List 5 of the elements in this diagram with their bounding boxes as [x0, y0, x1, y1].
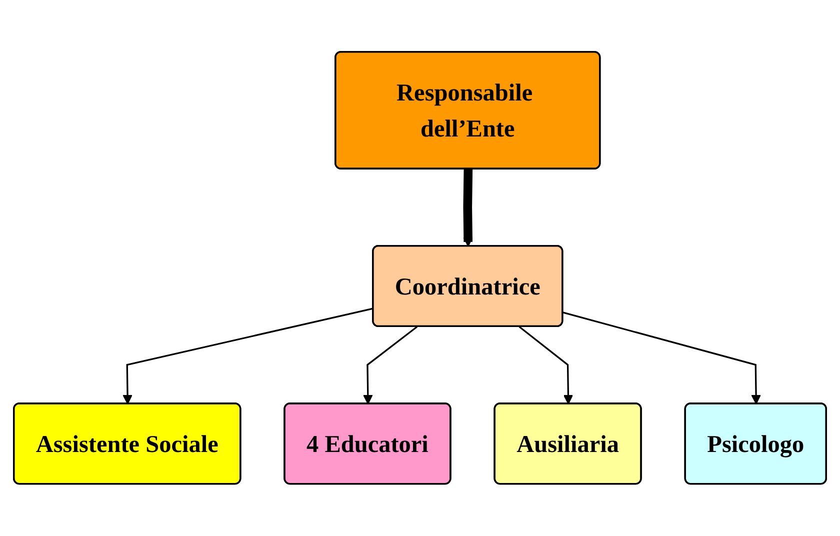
arrow — [518, 326, 574, 405]
arrow — [122, 308, 374, 405]
arrow — [363, 326, 418, 405]
arrow — [463, 169, 473, 247]
arrow — [562, 312, 761, 405]
